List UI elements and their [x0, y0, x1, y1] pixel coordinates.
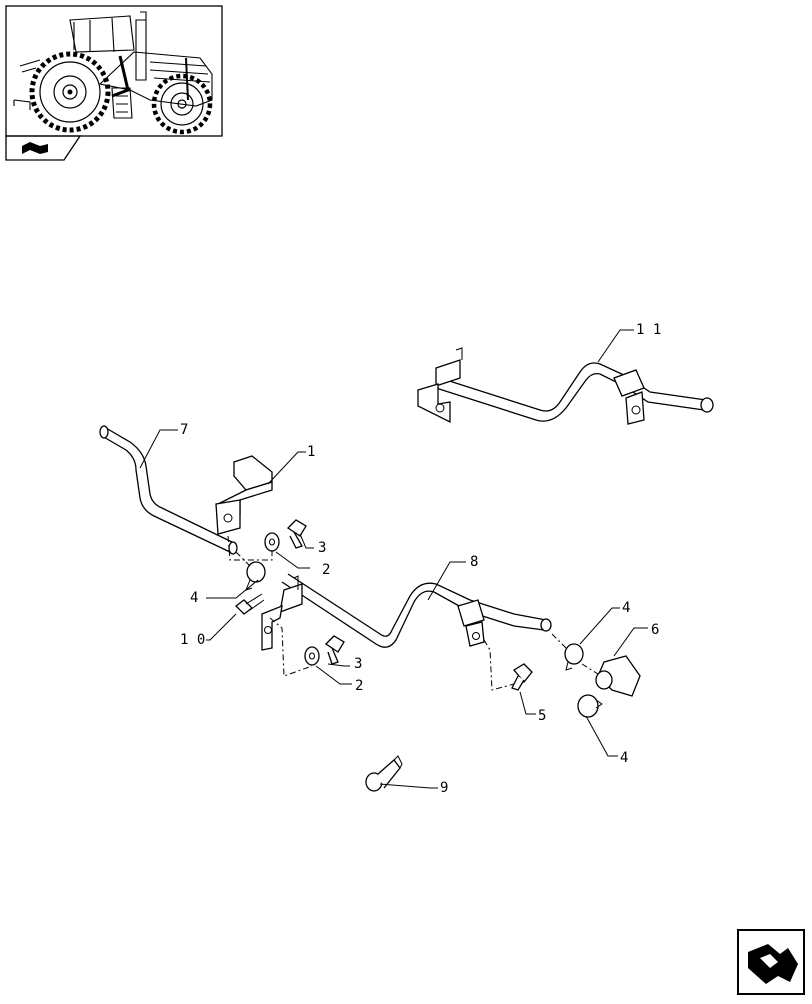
clip-4c: [577, 694, 603, 718]
callout-7: 7: [180, 422, 188, 438]
callout-5: 5: [538, 708, 546, 724]
screw-3b: [324, 635, 345, 665]
bolt-9: [365, 755, 403, 792]
callout-3b: 3: [354, 656, 362, 672]
callout-9: 9: [440, 780, 448, 796]
callout-8: 8: [470, 554, 478, 570]
callout-4b: 4: [622, 600, 630, 616]
callouts: 1 2 2 3 3 4 4 4 5 6 7 8 9 1 0 1 1: [180, 322, 661, 796]
callout-1: 1: [307, 444, 315, 460]
callout-4a: 4: [190, 590, 198, 606]
connector-6: [595, 655, 641, 697]
callout-10: 1 0: [180, 632, 205, 648]
washer-2a: [264, 532, 280, 552]
leader-lines: [139, 329, 648, 789]
pipe-8: [261, 573, 552, 651]
screw-3a: [286, 519, 307, 549]
book-section-icon: [22, 142, 48, 154]
washer-2b: [304, 646, 320, 666]
bracket-1: [215, 455, 273, 535]
assembly-lines: [227, 535, 599, 691]
screw-10: [235, 593, 265, 615]
callout-2a: 2: [322, 562, 330, 578]
callout-6: 6: [651, 622, 659, 638]
callout-2b: 2: [355, 678, 363, 694]
callout-4c: 4: [620, 750, 628, 766]
screw-5: [511, 663, 533, 691]
clip-4b: [564, 643, 584, 671]
pipe-7: [99, 425, 238, 555]
next-page-arrow-icon[interactable]: [737, 929, 805, 995]
clip-4a: [245, 561, 266, 591]
tractor-thumbnail-icon: [5, 5, 223, 161]
callout-11: 1 1: [636, 322, 661, 338]
pipe-11: [417, 347, 714, 425]
callout-3a: 3: [318, 540, 326, 556]
